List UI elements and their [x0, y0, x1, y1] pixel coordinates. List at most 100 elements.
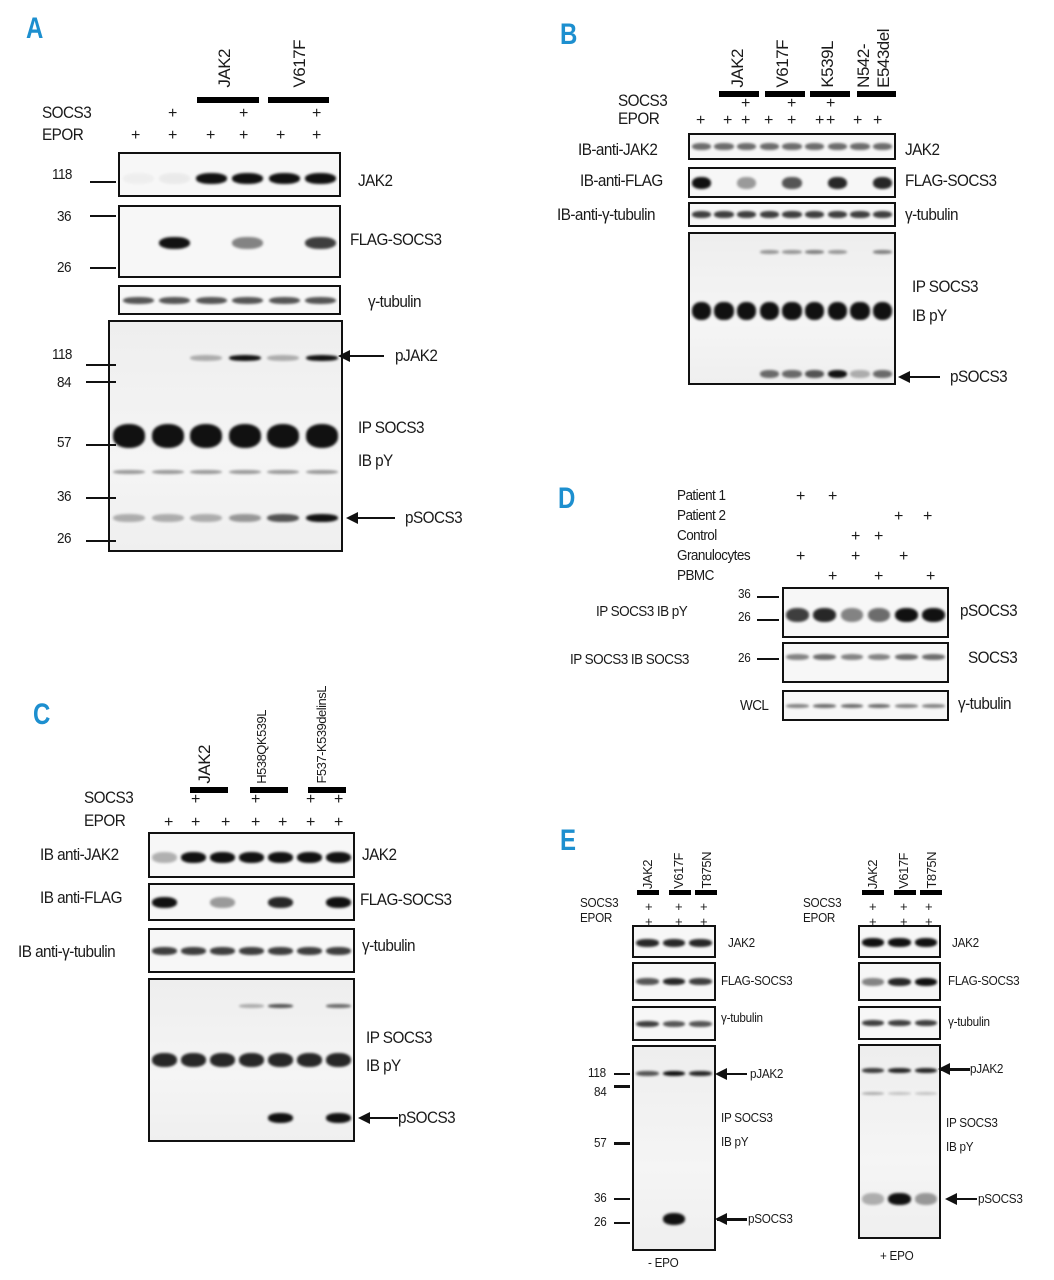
blot-band [873, 211, 893, 218]
blot-band [827, 370, 847, 379]
row-label-epor: EPOR [580, 910, 613, 925]
arrow-icon [346, 512, 395, 524]
marker-label: 26 [57, 259, 71, 276]
group-bar [765, 91, 805, 97]
blot-band [159, 173, 191, 185]
blot-band [714, 302, 734, 321]
marker-tick [86, 364, 116, 366]
plus-mark: + [851, 528, 861, 545]
blot-band [232, 296, 264, 304]
blot-band [210, 946, 235, 955]
marker-tick [86, 381, 116, 383]
blot-jak2 [632, 925, 716, 958]
plus-mark: + [700, 914, 708, 929]
blot-band [873, 249, 893, 254]
blot-band [850, 143, 870, 150]
blot-flag-socs3 [118, 205, 341, 278]
group-label-n542: N542- [854, 44, 873, 88]
blot-band [228, 514, 261, 523]
marker-tick [614, 1142, 630, 1145]
blot-band [782, 370, 802, 379]
row-label-granulocytes: Granulocytes [677, 547, 751, 564]
marker-tick [90, 181, 116, 183]
blot-band [759, 249, 779, 254]
group-bar [308, 787, 346, 793]
blot-band [305, 355, 338, 362]
blot-label: IB pY [912, 306, 947, 325]
blot-band [297, 946, 322, 955]
blot-label: γ-tubulin [948, 1014, 990, 1029]
blot-label: JAK2 [358, 171, 393, 190]
blot-band [268, 296, 300, 304]
plus-mark: + [131, 127, 141, 144]
marker-tick [614, 1198, 630, 1200]
marker-label: 118 [52, 346, 72, 363]
blot-label: pJAK2 [750, 1066, 784, 1081]
group-label-h538qk539l: H538QK539L [254, 710, 269, 784]
blot-label: IP SOCS3 [721, 1110, 773, 1125]
panel-b-letter: B [560, 18, 578, 51]
blot-band [786, 607, 809, 622]
blot-label: γ-tubulin [905, 205, 959, 224]
blot-label: IP SOCS3 [366, 1028, 433, 1047]
blot-flag-socs3 [858, 962, 941, 1001]
blot-band [181, 1053, 206, 1067]
blot-label: JAK2 [362, 845, 397, 864]
blot-band [827, 211, 847, 218]
plus-mark: + [675, 899, 683, 914]
blot-left-label: IB anti-γ-tubulin [18, 942, 116, 961]
blot-band [195, 296, 227, 304]
marker-label: 36 [57, 208, 71, 225]
plus-mark: + [675, 914, 683, 929]
blot-band [714, 211, 734, 218]
blot-band [691, 302, 711, 321]
plus-mark: + [853, 112, 863, 129]
row-label-socs3: SOCS3 [84, 788, 134, 807]
blot-flag-socs3 [688, 167, 896, 198]
blot-label: γ-tubulin [958, 694, 1012, 713]
blot-label: IP SOCS3 [912, 277, 979, 296]
blot-left-label: WCL [740, 697, 769, 714]
blot-band [268, 946, 293, 955]
blot-band [827, 302, 847, 321]
plus-mark: + [168, 105, 178, 122]
blot-band [122, 296, 154, 304]
plus-mark: + [645, 899, 653, 914]
blot-ip-socs3-ib-py [688, 232, 896, 385]
group-label-t875n: T875N [924, 852, 939, 889]
group-bar [669, 890, 691, 895]
condition-label-minus-epo: - EPO [648, 1255, 679, 1270]
plus-mark: + [306, 814, 316, 831]
blot-band [662, 1070, 686, 1076]
blot-label: γ-tubulin [362, 936, 416, 955]
blot-band [782, 176, 802, 189]
row-label-patient-2: Patient 2 [677, 507, 726, 524]
blot-band [239, 1003, 264, 1008]
plus-mark: + [276, 127, 286, 144]
blot-ip-socs3-ib-py [632, 1045, 716, 1251]
blot-band [152, 851, 177, 863]
blot-band [850, 370, 870, 379]
plus-mark: + [796, 548, 806, 565]
row-label-socs3: SOCS3 [42, 103, 92, 122]
marker-tick [86, 497, 116, 499]
blot-band [689, 1070, 712, 1076]
blot-band [867, 703, 891, 708]
blot-band [636, 978, 659, 985]
blot-band [210, 896, 235, 908]
arrow-icon [898, 371, 940, 383]
plus-mark: + [869, 899, 877, 914]
plus-mark: + [874, 528, 884, 545]
row-label-epor: EPOR [84, 811, 126, 830]
condition-label-plus-epo: + EPO [880, 1248, 914, 1263]
blot-band [888, 1192, 911, 1205]
blot-band [297, 851, 322, 863]
blot-label: IP SOCS3 [946, 1115, 998, 1130]
row-label-socs3: SOCS3 [580, 895, 619, 910]
plus-mark: + [239, 105, 249, 122]
blot-left-label: IP SOCS3 IB SOCS3 [570, 651, 689, 668]
plus-mark: + [874, 568, 884, 585]
plus-mark: + [334, 814, 344, 831]
plus-mark: + [787, 112, 797, 129]
blot-jak2 [148, 832, 355, 878]
